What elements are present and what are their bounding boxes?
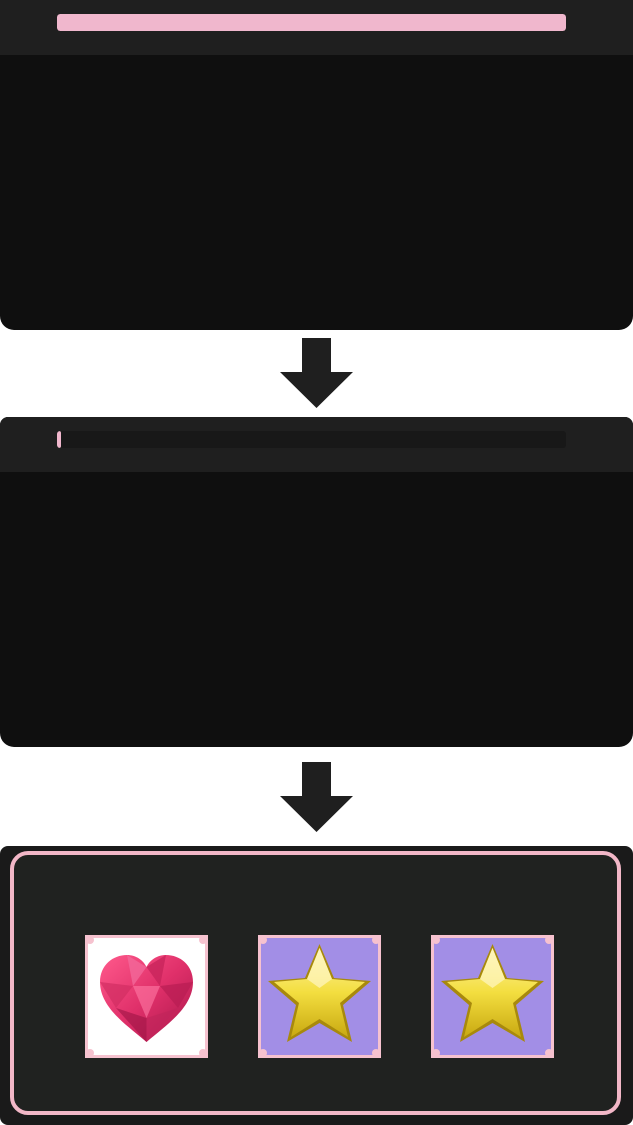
- progress-bar-fill: [57, 431, 62, 448]
- reward-frame: [10, 851, 621, 1115]
- reward-panel: [0, 846, 633, 1125]
- heart-gem-icon: [100, 955, 193, 1042]
- reward-tile-star: [431, 935, 554, 1058]
- reward-tile-star: [258, 935, 381, 1058]
- progress-panel-full: [0, 0, 633, 330]
- panel-header: [0, 417, 633, 472]
- progress-bar: [57, 431, 566, 448]
- star-icon: [441, 944, 544, 1042]
- progress-panel-depleted: [0, 417, 633, 747]
- progress-bar-fill: [57, 14, 566, 31]
- progress-bar: [57, 14, 566, 31]
- down-arrow-icon: [280, 338, 353, 408]
- star-icon: [268, 944, 371, 1042]
- panel-header: [0, 0, 633, 55]
- reward-tile-heart: [85, 935, 208, 1058]
- down-arrow-icon: [280, 762, 353, 832]
